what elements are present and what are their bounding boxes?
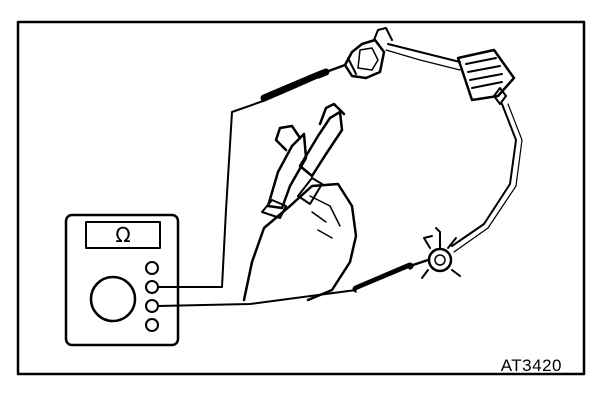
sensor-cable: [387, 43, 461, 63]
connector-cable: [451, 103, 517, 247]
meter-terminal-2: [145, 280, 159, 294]
lower-clamp-icon: [421, 227, 461, 279]
test-lead-upper: [157, 63, 347, 288]
ohm-symbol: Ω: [115, 223, 131, 247]
heater-icon: [456, 48, 516, 105]
ohmmeter-icon: [64, 213, 180, 347]
meter-terminal-3: [145, 299, 159, 313]
pliers-icon: [261, 102, 346, 219]
figure-id-label: AT3420: [500, 356, 562, 375]
test-lead-lower: [157, 258, 430, 307]
figure-frame: [16, 20, 586, 376]
meter-terminal-1: [145, 261, 159, 275]
hand-icon: [242, 182, 358, 302]
temperature-switch-icon: [343, 27, 393, 80]
meter-terminal-4: [145, 318, 159, 332]
